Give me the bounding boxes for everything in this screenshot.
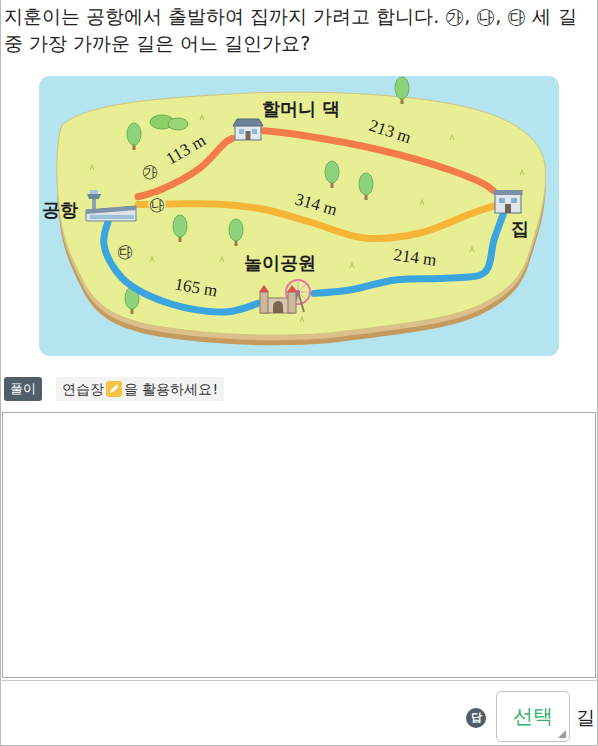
grass-tuft (220, 257, 224, 262)
tree (229, 219, 243, 241)
tree (127, 123, 141, 145)
home-icon (493, 188, 523, 214)
answer-badge: 답 (466, 708, 486, 728)
node-text: 연습장 (62, 380, 104, 398)
route-mark: ㉰ (117, 243, 133, 261)
grandma-icon (232, 117, 264, 141)
airport-place: 공항 (84, 188, 138, 222)
dropdown-mark (558, 730, 566, 738)
route-mark: ㉯ (148, 195, 166, 215)
tree (395, 77, 409, 99)
tree (173, 215, 187, 237)
road-path (264, 131, 493, 191)
grass-tuft (520, 170, 524, 175)
tree (125, 77, 409, 314)
grass-tuft (470, 247, 474, 252)
park-icon (258, 278, 314, 314)
solution-box (3, 413, 596, 678)
answer-select: 선택 (496, 691, 570, 742)
route-mark: ㉮ (142, 163, 158, 181)
home-place: 집 (493, 188, 523, 214)
place-name: 집 (511, 218, 529, 240)
road-path (314, 214, 503, 293)
pencil-icon (105, 380, 123, 398)
grass-tuft (200, 115, 204, 120)
grass-tuft (90, 165, 94, 170)
answer-unit: 길 (576, 708, 595, 726)
place-name: 할머니 댁 (262, 98, 340, 120)
house-place: 할머니 댁 (232, 117, 264, 141)
hint-box: 연습장 을 활용하세요! (56, 377, 224, 401)
solution-badge: 풀이 (4, 377, 42, 401)
grass-tuft (420, 200, 424, 205)
place-name: 공항 (42, 199, 78, 221)
page-frame (0, 680, 598, 681)
bush (150, 115, 188, 130)
question-text: 지훈이는 공항에서 출발하여 집까지 가려고 합니다. ㉮, ㉯, ㉰ 세 길 … (4, 3, 594, 57)
tree (325, 161, 339, 183)
grass-tuft (150, 257, 154, 262)
grass-tuft (300, 317, 304, 322)
grass-tuft (450, 135, 454, 140)
bush (168, 118, 188, 130)
grass-tuft (90, 107, 524, 322)
tree (359, 173, 373, 195)
node-text: 을 활용하세요! (124, 380, 218, 398)
map-water (39, 76, 559, 356)
node-text: 풀이 (10, 381, 36, 396)
island (57, 92, 546, 335)
map-water (39, 76, 559, 356)
park-place: 놀이공원 (258, 278, 314, 314)
road-path (104, 222, 258, 312)
node-text: 답 (471, 711, 482, 724)
island (57, 92, 546, 345)
node-text: 선택 (513, 703, 553, 730)
place-name: 놀이공원 (244, 252, 316, 274)
grass-tuft (350, 263, 354, 268)
airport-icon (84, 188, 138, 222)
solution-box (3, 413, 596, 678)
